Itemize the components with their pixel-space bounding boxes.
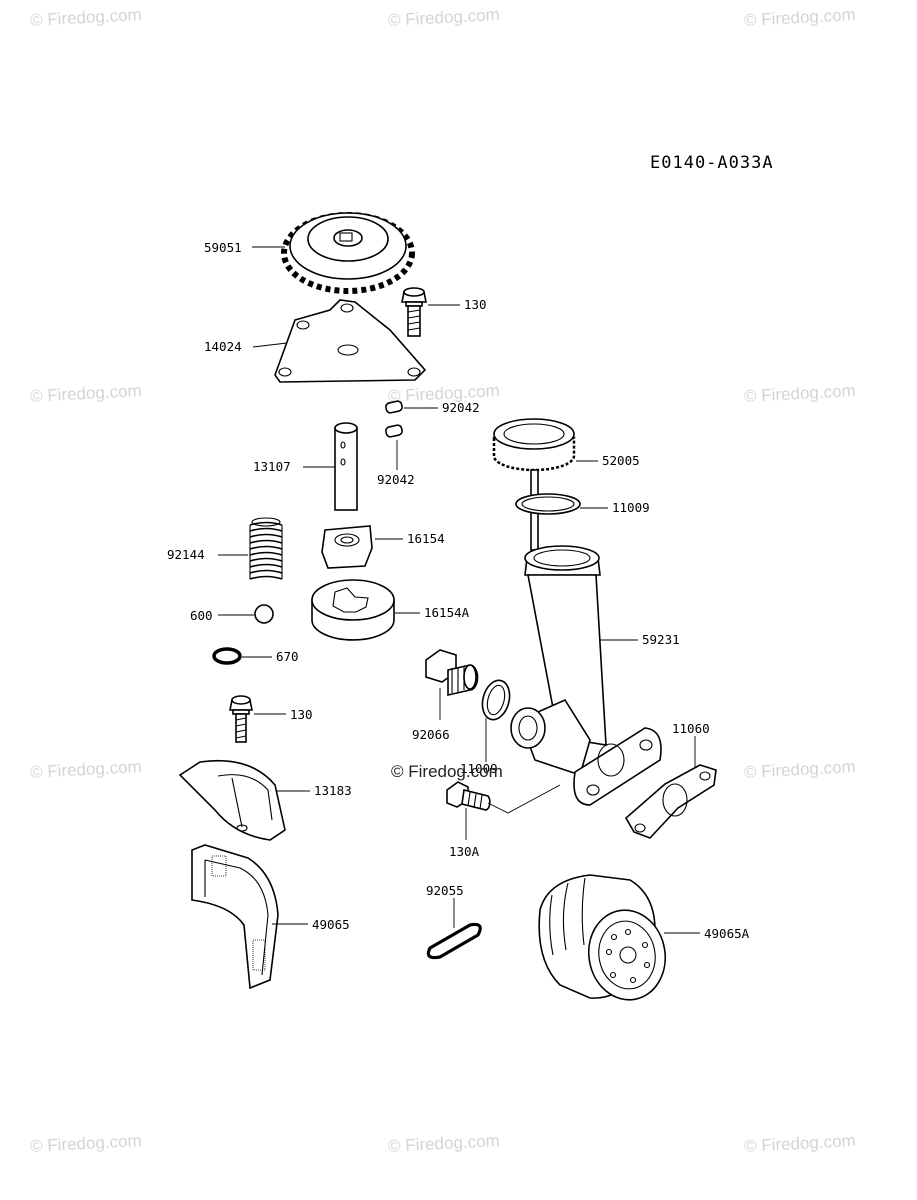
part-label-59231[interactable]: 59231 [642,632,680,647]
part-label-670[interactable]: 670 [276,649,299,664]
part-label-130A[interactable]: 130A [449,844,480,859]
part-label-130-mid[interactable]: 130 [290,707,313,722]
plug-92066[interactable] [425,649,479,697]
part-label-16154A[interactable]: 16154A [424,605,470,620]
gasket-11060[interactable] [624,764,717,839]
gear-59051[interactable] [281,212,415,294]
part-label-92144[interactable]: 92144 [167,547,205,562]
bolt-130-top[interactable] [401,287,427,337]
cover-plate-14024[interactable] [274,299,427,383]
part-label-14024[interactable]: 14024 [204,339,242,354]
part-label-59051[interactable]: 59051 [204,240,242,255]
gasket-11009-lower[interactable] [478,677,513,722]
part-label-13183[interactable]: 13183 [314,783,352,798]
spring-92144[interactable] [249,517,283,580]
part-label-49065[interactable]: 49065 [312,917,350,932]
shaft-13107[interactable] [334,422,358,511]
bolt-130-mid[interactable] [229,695,253,743]
part-label-13107[interactable]: 13107 [253,459,291,474]
strainer-49065[interactable] [191,844,279,990]
diagram-code: E0140-A033A [650,153,774,173]
rotor-16154[interactable] [321,525,373,569]
ball-600[interactable] [254,604,274,624]
oil-filter-49065A[interactable] [538,874,672,1006]
part-label-92042-a[interactable]: 92042 [442,400,480,415]
part-label-16154[interactable]: 16154 [407,531,445,546]
part-label-52005[interactable]: 52005 [602,453,640,468]
part-label-92042-b[interactable]: 92042 [377,472,415,487]
o-ring-11009[interactable] [515,493,581,515]
pin-92042-b[interactable] [385,424,403,438]
part-label-92066[interactable]: 92066 [412,727,450,742]
part-label-49065A[interactable]: 49065A [704,926,750,941]
o-ring-92055[interactable] [426,922,482,960]
pin-92042-a[interactable] [385,400,403,414]
part-label-11009-lower[interactable]: 11009 [460,761,498,776]
part-label-92055[interactable]: 92055 [426,883,464,898]
part-label-11060[interactable]: 11060 [672,721,710,736]
part-label-600[interactable]: 600 [190,608,213,623]
rotor-16154A[interactable] [311,579,395,641]
bolt-130A[interactable] [446,781,491,811]
watermark: © Firedog.com [391,762,503,781]
part-label-11009[interactable]: 11009 [612,500,650,515]
bracket-13183[interactable] [178,759,286,841]
o-ring-670[interactable] [212,647,242,665]
filler-tube-59231[interactable] [510,545,662,806]
filler-cap-52005[interactable] [492,418,576,551]
part-label-130-top[interactable]: 130 [464,297,487,312]
